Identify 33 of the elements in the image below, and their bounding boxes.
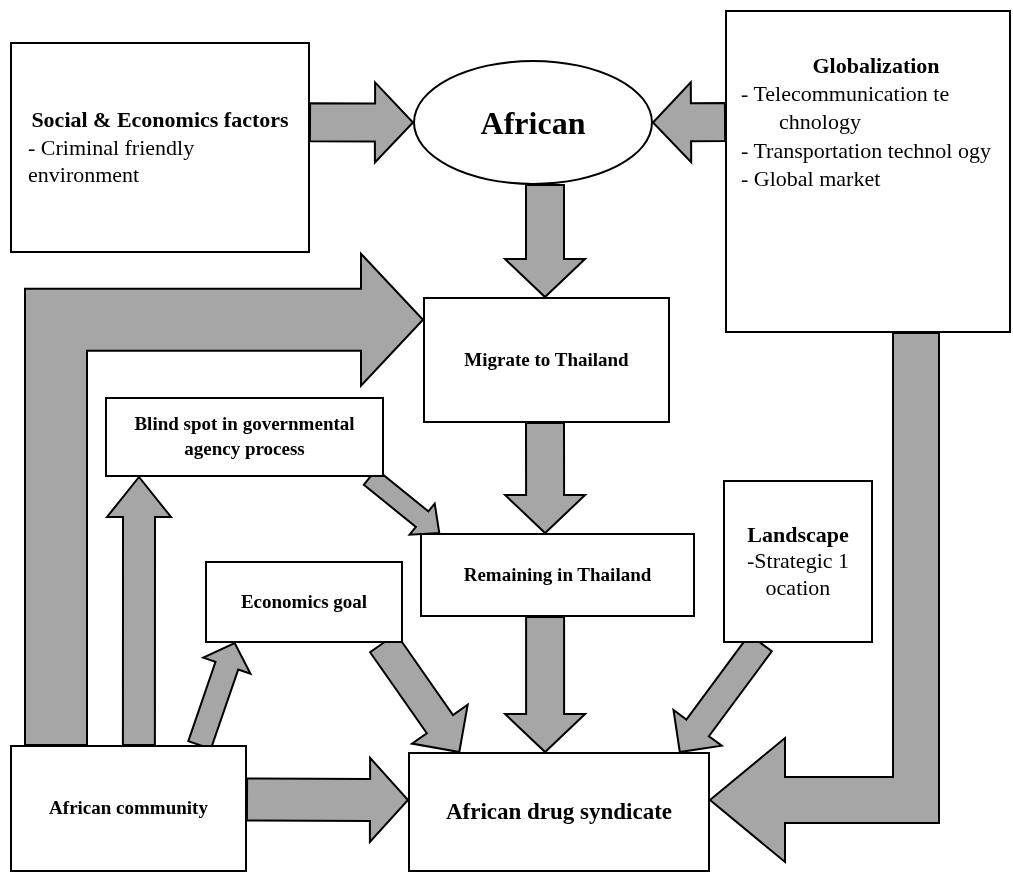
box-title: Social & Economics factors [30, 106, 290, 134]
block-arrow [708, 332, 940, 865]
box-title: Remaining in Thailand [463, 562, 652, 587]
box-text: - Global market [740, 165, 882, 194]
box-title: Migrate to Thailand [464, 347, 629, 372]
box-text: - Criminal friendly environment [28, 133, 196, 189]
box-text: - Telecommunication te chnology [740, 79, 951, 137]
box-title: African [480, 103, 586, 143]
block-arrow [502, 616, 588, 754]
box-title: Economics goal [240, 589, 368, 614]
box-text: - Transportation technol ogy [740, 136, 992, 165]
box-title: Blind spot in governmental agency process [133, 412, 356, 461]
block-arrow [245, 755, 410, 845]
process-box [420, 533, 695, 617]
process-box [10, 42, 310, 253]
block-arrow [651, 79, 727, 165]
process-box [723, 480, 873, 643]
process-box [423, 297, 670, 423]
process-box [10, 745, 247, 872]
box-title: African drug syndicate [445, 797, 673, 826]
process-box [105, 397, 384, 477]
process-box [725, 10, 1011, 333]
box-text: -Strategic 1 ocation [746, 548, 850, 602]
block-arrow [502, 422, 588, 535]
box-title: African community [49, 796, 208, 821]
block-arrow [502, 184, 588, 299]
block-arrow [308, 79, 415, 165]
box-title: Landscape [747, 521, 849, 549]
box-title: Globalization [811, 52, 941, 80]
process-box [205, 561, 403, 643]
block-arrow [104, 475, 174, 746]
block-arrow [24, 251, 425, 746]
process-box [408, 752, 710, 872]
